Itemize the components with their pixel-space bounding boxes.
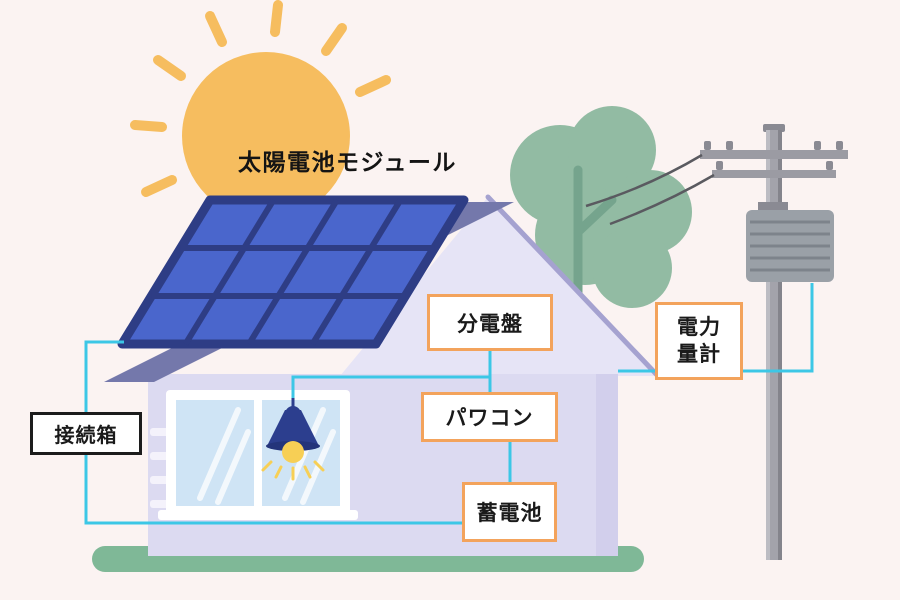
pole-crossarm	[700, 150, 848, 159]
window	[158, 390, 358, 520]
transformer	[746, 202, 834, 282]
distribution-board-text: 分電盤	[457, 312, 523, 336]
storage-battery-text: 蓄電池	[476, 502, 543, 525]
house-gable	[340, 197, 658, 376]
junction-box-label: 接続箱	[30, 412, 142, 455]
storage-battery-label: 蓄電池	[462, 482, 557, 542]
distribution-board-label: 分電盤	[427, 294, 553, 351]
wire-lamp-branch	[291, 375, 490, 406]
solar-panel-array	[117, 195, 469, 349]
power-meter-text-line1: 電力	[677, 315, 721, 339]
utility-pole	[585, 124, 848, 560]
power-conditioner-label: パワコン	[421, 392, 558, 442]
lamp-icon	[261, 398, 325, 481]
power-meter-label: 電力 量計	[655, 302, 743, 380]
sun-icon	[130, 0, 391, 249]
pole-crossarm	[712, 170, 836, 178]
diagram-title: 太陽電池モジュール	[238, 149, 457, 175]
power-conditioner-text: パワコン	[445, 407, 534, 430]
junction-box-text: 接続箱	[54, 425, 118, 447]
power-meter-text-line2: 量計	[677, 343, 721, 366]
overhead-wires	[585, 153, 715, 226]
